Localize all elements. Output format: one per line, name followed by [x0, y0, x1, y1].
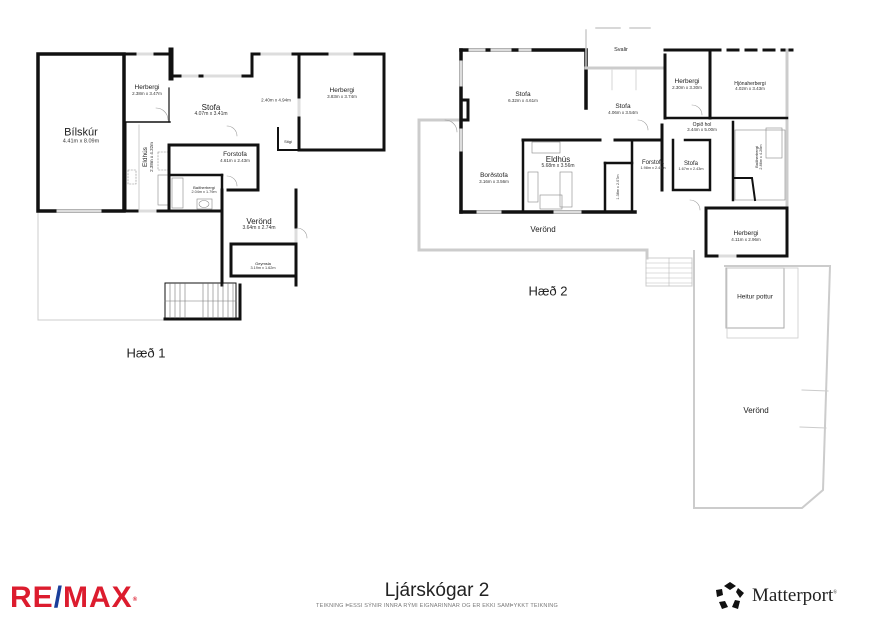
room-bilskur: Bílskúr 4.41m x 8.09m: [63, 127, 99, 144]
room-dims: 2.38m x 4.32m: [149, 142, 155, 172]
remax-logo-max: MAX: [63, 581, 133, 614]
room-bordstofa: Borðstofa 3.16m x 3.56m: [479, 172, 509, 185]
room-name: Herbergi: [674, 78, 700, 86]
room-dims: 3.44m x 5.00m: [687, 127, 717, 133]
room-dims: 2.38m x 3.47m: [132, 91, 162, 97]
room-name: Geymsla: [255, 260, 271, 266]
registered-mark: ®: [132, 597, 139, 603]
room-herbergi-2: Herbergi 3.83m x 3.74m: [327, 87, 357, 100]
property-title: Ljárskógar 2: [384, 580, 490, 601]
room-stofa-1: Stofa 4.07m x 3.41m: [194, 103, 228, 118]
room-dims: 4.41m x 8.09m: [62, 137, 100, 144]
room-name: Opið hol: [692, 122, 712, 129]
room-name: Forstofa: [223, 151, 247, 159]
room-stigi: Stigi: [284, 138, 292, 144]
room-veronnd-1: Verönd 3.64m x 2.74m: [242, 217, 276, 232]
matterport-logo: Matterport®: [714, 580, 837, 612]
room-dims: 1.98m x 2.43m: [640, 166, 666, 171]
room-name: Herbergi: [134, 84, 160, 92]
matterport-name: Matterport: [752, 585, 834, 606]
room-veronnd-2: Verönd: [530, 224, 556, 234]
room-herbergi-4: Herbergi 4.11m x 2.96m: [731, 230, 761, 243]
room-forstofa-1: Forstofa 4.61m x 2.43m: [220, 151, 250, 164]
registered-mark: ®: [833, 590, 838, 596]
room-dims: 3.64m x 2.74m: [242, 225, 276, 232]
floor-2-walls: [417, 27, 832, 509]
room-stofa-3: Stofa 1.67m x 2.43m: [678, 161, 703, 171]
room-name: Hjónaherbergi: [734, 81, 766, 88]
floor-plan: Bílskúr 4.41m x 8.09m Herbergi 2.38m x 3…: [36, 27, 832, 509]
room-badherbergi-2: Baðherbergi 2.86m x 4.26m: [754, 144, 764, 170]
room-heitur-pottur: Heitur pottur: [737, 293, 773, 302]
room-name: Stofa: [683, 160, 698, 167]
room-badherbergi-1: Baðherbergi 2.04m x 1.79m: [191, 184, 217, 195]
room-veronnd-3: Verönd: [743, 405, 769, 415]
room-herbergi-1: Herbergi 2.38m x 3.47m: [132, 84, 162, 97]
room-dims: 4.06m x 3.54m: [608, 110, 638, 116]
room-herbergi-3: Herbergi 2.30m x 3.30m: [672, 78, 702, 91]
room-geymsla: Geymsla 3.19m x 1.62m: [250, 260, 276, 271]
room-stofa-annex: 2.40m x 4.94m: [261, 97, 291, 104]
room-name: Herbergi: [733, 230, 759, 238]
property-title-block: Ljárskógar 2 TEIKNING ÞESSI SÝNIR INNRA …: [316, 580, 558, 609]
room-dims: 2.40m x 4.94m: [261, 97, 291, 103]
room-dims: 3.19m x 1.62m: [250, 266, 276, 271]
room-stofa-main: Stofa 6.32m x 4.61m: [508, 91, 538, 104]
room-eldhus-1: Eldhús 2.38m x 4.32m: [142, 142, 155, 172]
room-dims: 4.11m x 2.96m: [731, 237, 761, 243]
matterport-icon: [716, 582, 744, 609]
room-name: Verönd: [246, 217, 272, 227]
room-dims: 4.07m x 3.41m: [194, 111, 228, 118]
room-eldhus-2: Eldhús 5.68m x 3.56m: [541, 155, 575, 170]
room-opid-hol: Opið hol 3.44m x 5.00m: [687, 122, 717, 133]
room-dims: 3.16m x 3.56m: [479, 179, 509, 185]
room-stofa-2: Stofa 4.06m x 3.54m: [608, 103, 638, 116]
floor-1-walls: [36, 47, 386, 321]
room-name: Verönd: [530, 224, 556, 234]
room-name: Baðherbergi: [193, 184, 215, 190]
room-name: Stofa: [615, 103, 631, 111]
room-dims: 2.04m x 1.79m: [191, 190, 217, 195]
room-name: Verönd: [743, 405, 769, 415]
room-name: Stofa: [201, 103, 221, 113]
room-dims: 2.30m x 3.30m: [672, 85, 702, 91]
room-dims: 2.86m x 4.26m: [759, 144, 764, 170]
room-hjonaherbergi: Hjónaherbergi 4.02m x 3.43m: [734, 81, 766, 92]
room-name: Heitur pottur: [737, 293, 773, 301]
room-dims: 6.32m x 4.61m: [508, 98, 538, 104]
room-name: Forstofa: [641, 159, 664, 166]
room-dims: 3.83m x 3.74m: [327, 94, 357, 100]
room-svalir: Svalir: [614, 47, 628, 54]
room-dims: 1.38m x 2.07m: [616, 174, 621, 200]
floor-plan-drawing: [36, 27, 832, 509]
room-name: Herbergi: [329, 87, 355, 95]
room-dims: 1.67m x 2.43m: [678, 167, 704, 172]
floor-2-title: Hæð 2: [528, 283, 568, 299]
room-name: Bílskúr: [64, 126, 98, 139]
room-dims: 5.68m x 3.56m: [541, 163, 575, 170]
matterport-wordmark: Matterport®: [752, 585, 837, 607]
room-name: Stigi: [284, 138, 292, 144]
remax-logo-slash: /: [53, 581, 64, 614]
room-name: Eldhús: [545, 155, 571, 165]
floor-1-title: Hæð 1: [126, 345, 166, 361]
room-forstofa-2: Forstofa 1.98m x 2.43m: [640, 160, 665, 170]
disclaimer-text: TEIKNING ÞESSI SÝNIR INNRA RÝMI EIGNARIN…: [316, 603, 558, 609]
room-name: Stofa: [515, 91, 531, 99]
room-name: Svalir: [614, 47, 628, 54]
room-dims: 4.02m x 3.43m: [735, 86, 765, 92]
room-name: Borðstofa: [480, 172, 508, 180]
room-dims: 4.61m x 2.43m: [220, 158, 250, 164]
remax-logo-re: RE: [10, 581, 54, 614]
room-closet: 1.38m x 2.07m: [616, 174, 620, 199]
remax-logo: RE/MAX®: [10, 583, 138, 613]
